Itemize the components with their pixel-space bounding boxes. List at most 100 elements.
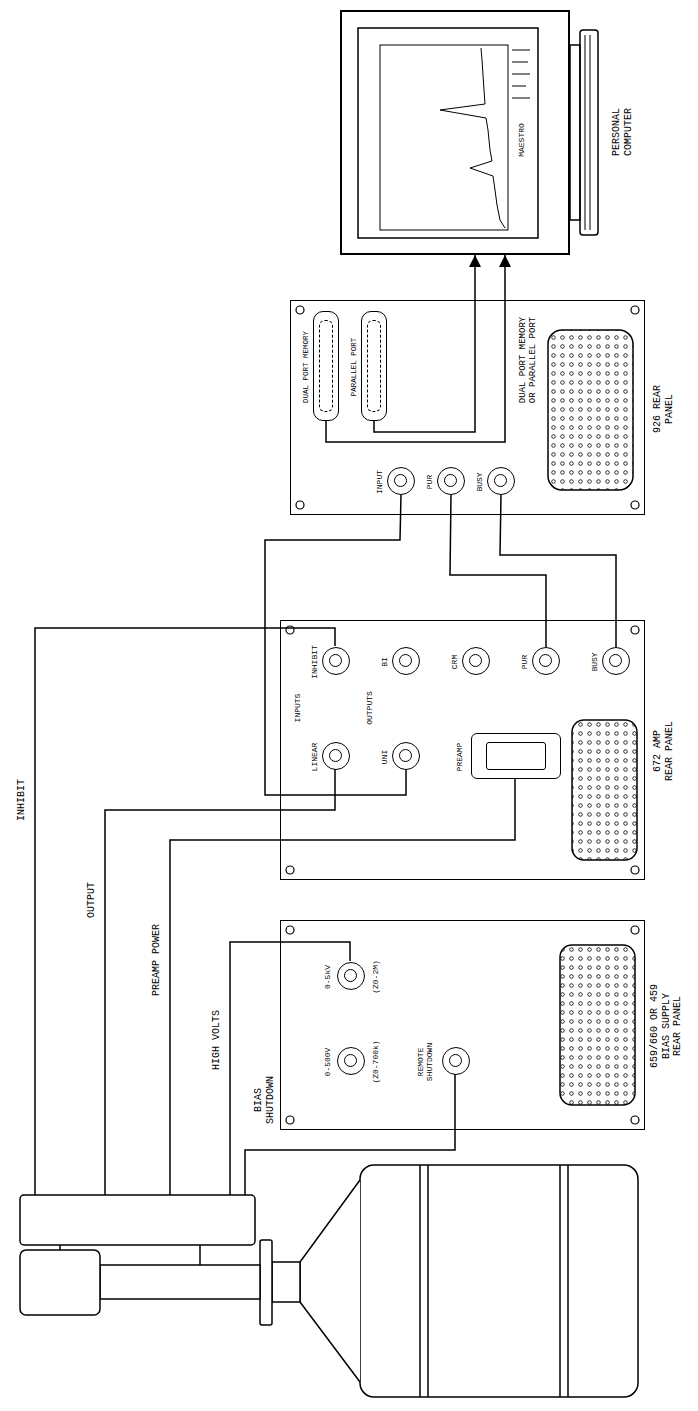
panel-screw <box>296 501 304 509</box>
detector-dewar <box>360 1165 638 1397</box>
wire-label: PREAMP POWER <box>151 924 163 996</box>
group-heading: INPUTS <box>293 694 302 723</box>
panel-screw <box>296 306 304 314</box>
wire-label: HIGH VOLTS <box>211 1010 223 1070</box>
panel-screw <box>631 306 639 314</box>
connector-label: BUSY <box>590 652 599 671</box>
detector-dewar <box>300 1180 360 1382</box>
detector-dewar <box>427 1165 429 1397</box>
bnc-connector: 0-500V(Z0-700k) <box>337 1047 365 1075</box>
panel-screw <box>631 926 639 934</box>
software-name: MAESTRO <box>517 123 526 157</box>
detector-dewar <box>260 1240 272 1325</box>
signal-wire <box>35 628 335 1195</box>
signal-cable <box>374 255 475 432</box>
panel-screw <box>631 501 639 509</box>
bnc-connector: LINEAR <box>322 742 350 770</box>
link-label: DUAL PORT MEMORY OR PARALLEL PORT <box>518 315 539 404</box>
device-name: PERSONAL COMPUTER <box>611 104 634 161</box>
panel-screw <box>286 306 639 1124</box>
detector-dewar <box>20 1165 638 1397</box>
rear-panel: 926 REAR PANELDUAL PORT MEMORYPARALLEL P… <box>290 300 645 515</box>
computer-drawing <box>512 74 530 75</box>
power-connector <box>572 720 637 860</box>
panel-screw <box>286 1116 294 1124</box>
connector-label: INHIBIT <box>310 645 319 679</box>
detector-dewar <box>567 1165 569 1397</box>
computer-drawing <box>358 28 538 238</box>
power-connector <box>548 330 637 1105</box>
connector-label: DUAL PORT MEMORY <box>302 331 311 403</box>
signal-wire <box>230 942 350 1195</box>
panel-screw <box>286 626 294 634</box>
preamp-connector: PREAMP <box>471 733 561 779</box>
connector-label: INPUT <box>375 470 384 494</box>
computer-drawing <box>512 62 528 63</box>
detector-dewar <box>419 1165 421 1397</box>
connector-label: UNI <box>380 750 389 764</box>
bnc-connector: PUR <box>437 467 465 495</box>
rear-panel: 659/660 OR 459 BIAS SUPPLY REAR PANEL0-5… <box>280 920 645 1130</box>
connector-label: 0-5kV <box>323 965 332 989</box>
bnc-connector: REMOTE SHUTDOWN <box>442 1047 470 1075</box>
computer-drawing <box>570 45 580 220</box>
panel-screw <box>631 866 639 874</box>
connector-label: PUR <box>520 655 529 669</box>
detector-dewar <box>272 1262 300 1302</box>
connector-label: BUSY <box>475 472 484 491</box>
connector-label: PARALLEL PORT <box>350 338 359 397</box>
power-connector <box>560 945 635 1105</box>
signal-cable <box>326 255 505 442</box>
rear-panel: 672 AMP REAR PANELINHIBITBICRMPURBUSYLIN… <box>280 620 645 880</box>
impedance-note: (Z0-700k) <box>371 1040 380 1083</box>
computer-drawing <box>512 98 530 99</box>
bnc-connector: BUSY <box>602 647 630 675</box>
bnc-connector: CRM <box>462 647 490 675</box>
bnc-connector: INPUT <box>387 467 415 495</box>
connector-label: PUR <box>425 475 434 489</box>
computer-monitor: PERSONAL COMPUTER <box>340 10 570 255</box>
bnc-connector: 0-5kV(Z0-2M) <box>337 962 365 990</box>
computer-drawing <box>358 28 598 238</box>
signal-cable <box>265 495 406 795</box>
panel-name: 672 AMP REAR PANEL <box>652 720 675 783</box>
power-connector <box>548 330 633 490</box>
connector-label: LINEAR <box>310 743 319 772</box>
computer-drawing <box>512 50 530 51</box>
panel-screw <box>631 1116 639 1124</box>
wire-label: INHIBIT <box>16 779 28 821</box>
detector-dewar <box>59 1245 61 1250</box>
panel-name: 659/660 OR 459 BIAS SUPPLY REAR PANEL <box>649 983 684 1070</box>
bnc-connector: BUSY <box>487 467 515 495</box>
impedance-note: (Z0-2M) <box>371 960 380 994</box>
signal-wire <box>170 778 515 1195</box>
panel-screw <box>631 626 639 634</box>
panel-screw <box>286 926 294 934</box>
group-heading: OUTPUTS <box>365 691 374 725</box>
detector-dewar <box>199 1245 201 1265</box>
signal-wire <box>35 628 515 1195</box>
detector-dewar <box>20 1195 255 1245</box>
computer-drawing <box>512 86 526 87</box>
bnc-connector: BI <box>392 647 420 675</box>
signal-wire <box>105 769 335 1195</box>
computer-drawing <box>380 45 508 230</box>
detector-dewar <box>559 1165 561 1397</box>
connector-label: PREAMP <box>455 743 464 772</box>
connector-label: 0-500V <box>323 1048 332 1077</box>
signal-cable <box>450 495 546 647</box>
connector-label: CRM <box>450 655 459 669</box>
signal-cable <box>500 495 616 647</box>
wire-label: BIAS SHUTDOWN <box>253 1075 276 1126</box>
wire-label: OUTPUT <box>86 882 98 918</box>
connector-label: REMOTE SHUTDOWN <box>416 1042 434 1083</box>
panel-name: 926 REAR PANEL <box>652 378 675 441</box>
panel-screw <box>286 866 294 874</box>
bnc-connector: INHIBIT <box>322 647 350 675</box>
computer-drawing <box>580 30 598 235</box>
computer-drawing <box>440 48 505 228</box>
d-sub-connector: PARALLEL PORT <box>361 311 387 421</box>
connector-label: BI <box>380 657 389 667</box>
